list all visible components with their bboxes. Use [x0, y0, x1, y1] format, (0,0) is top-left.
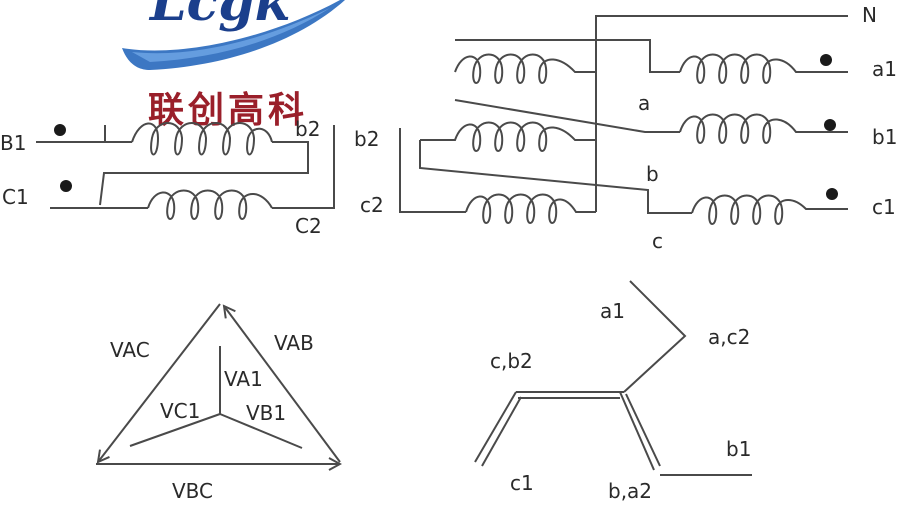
b2-return-wire	[99, 141, 309, 206]
label-b2-left: b2	[295, 117, 320, 141]
label-VBC: VBC	[172, 479, 213, 503]
label-VAB: VAB	[274, 331, 314, 355]
b-a2-outer-line	[619, 391, 655, 471]
label-b1-right: b1	[872, 125, 897, 149]
label-zz-a-c2: a,c2	[708, 325, 750, 349]
zigzag-vector-diagram: a1 a,c2 c,b2 c1 b,a2 b1	[474, 280, 752, 503]
c1-polarity-dot	[60, 180, 72, 192]
b-left-coil	[420, 121, 596, 152]
b1-polarity-dot	[54, 124, 66, 136]
vac-vector	[98, 303, 221, 462]
right-transformer: N a1 b1 c1 b2 c2 a b c	[354, 3, 897, 253]
c1-coil	[147, 189, 273, 220]
logo-swoosh-inner	[132, 8, 330, 62]
c-right-coil	[691, 194, 848, 225]
label-C1: C1	[2, 185, 29, 209]
a1-polarity-dot	[820, 54, 832, 66]
label-VAC: VAC	[110, 338, 150, 362]
label-node-a: a	[638, 91, 650, 115]
c2-lead-wire	[399, 128, 466, 213]
label-a1-right: a1	[872, 57, 897, 81]
logo-wordmark: Lcgk	[148, 0, 291, 33]
vc1-phasor	[129, 413, 221, 447]
label-C2: C2	[295, 214, 322, 238]
c-left-coil	[465, 193, 596, 224]
label-VC1: VC1	[160, 399, 200, 423]
label-b2-right: b2	[354, 127, 379, 151]
b1-coil	[131, 122, 273, 156]
c1-inner-line	[481, 396, 522, 467]
label-node-c: c	[652, 229, 663, 253]
label-node-b: b	[646, 162, 659, 186]
b-a2-inner-line	[625, 393, 661, 467]
neutral-wire	[595, 15, 848, 212]
label-B1: B1	[0, 131, 26, 155]
a-top-wire	[455, 39, 680, 73]
label-zz-c-b2: c,b2	[490, 349, 533, 373]
company-logo: Lcgk 联创高科	[122, 0, 345, 131]
delta-vector-diagram: VAC VAB VBC VA1 VB1 VC1	[96, 303, 341, 503]
c1-polarity-dot-right	[826, 188, 838, 200]
c-cross-wire	[419, 140, 692, 214]
b-right-coil	[679, 113, 848, 144]
c2-return-wire	[272, 125, 335, 209]
a-phase-segment	[623, 280, 687, 393]
b1-polarity-dot-right	[824, 119, 836, 131]
label-VA1: VA1	[224, 367, 263, 391]
left-transformer: B1 b2 C1 C2	[0, 117, 335, 238]
label-zz-b1: b1	[726, 437, 751, 461]
label-zz-a1: a1	[600, 299, 625, 323]
vab-vector	[224, 306, 341, 463]
label-VB1: VB1	[246, 401, 286, 425]
label-c2-right: c2	[360, 193, 384, 217]
label-zz-c1: c1	[510, 471, 534, 495]
c1-outer-line	[474, 391, 517, 463]
vb1-phasor	[219, 413, 303, 449]
a-left-coil	[454, 53, 596, 84]
label-c1-right: c1	[872, 195, 896, 219]
a-right-coil	[679, 53, 848, 84]
label-N: N	[862, 3, 877, 27]
label-zz-b-a2: b,a2	[608, 479, 652, 503]
b-cross-wire	[454, 99, 680, 133]
